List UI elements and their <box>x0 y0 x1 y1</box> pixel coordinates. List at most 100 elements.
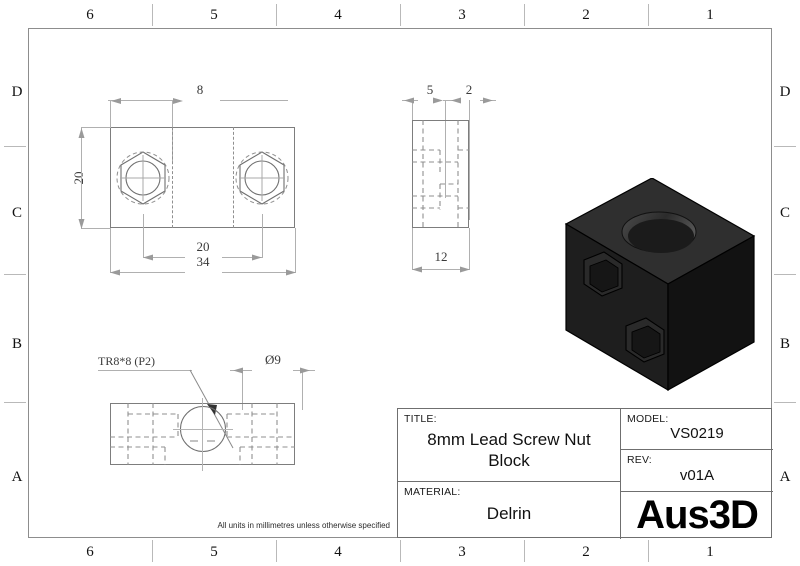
zone-letters-right: D C B A <box>774 28 796 538</box>
zone-tick-bottom-4 <box>524 540 525 562</box>
material-cell: MATERIAL: Delrin <box>398 482 620 539</box>
title-block: TITLE: 8mm Lead Screw Nut Block MATERIAL… <box>397 408 773 539</box>
front-dim-8-line-left <box>108 100 180 101</box>
thread-callout-underline <box>98 370 192 371</box>
iso-hex-recess-left <box>583 251 623 297</box>
rev-cell: REV: v01A <box>621 450 773 491</box>
side-dim-2-text: 2 <box>465 82 473 97</box>
side-view-outline <box>412 120 469 228</box>
title-block-divider-horizontal-left <box>398 481 621 482</box>
zone-letter-right-C: C <box>779 205 790 221</box>
side-view: 5 2 12 <box>390 80 520 280</box>
bore-dim-ext-left <box>242 370 243 410</box>
side-dim-5-ext-right <box>445 100 446 198</box>
zone-numbers-bottom: 6 5 4 3 2 1 <box>28 540 772 562</box>
front-view: 8 20 20 <box>60 80 330 280</box>
side-dim-top-arrows <box>404 97 493 104</box>
zone-tick-top-3 <box>400 4 401 26</box>
title-block-divider-vertical <box>620 409 621 539</box>
title-label: TITLE: <box>404 413 437 425</box>
side-dim-depth-arrows <box>412 266 470 273</box>
zone-letter-left-D: D <box>11 84 23 100</box>
bore-diameter-text: Ø9 <box>265 352 281 367</box>
zone-number-bottom-2: 2 <box>582 544 590 560</box>
front-hex-feature-left <box>107 142 179 214</box>
front-dim-spacing-ext-left <box>143 214 144 258</box>
zone-letter-right-B: B <box>779 336 790 352</box>
bottom-view-centerline-v <box>202 398 203 471</box>
front-dim-width-text: 34 <box>196 254 210 269</box>
zone-tick-top-4 <box>524 4 525 26</box>
zone-tick-right-3 <box>774 402 796 403</box>
front-dim-spacing-ext-right <box>262 214 263 258</box>
front-dim-height-ext-bot <box>81 228 111 229</box>
rev-value: v01A <box>679 467 715 484</box>
zone-tick-left-2 <box>4 274 26 275</box>
bore-dim-arrows <box>233 367 310 374</box>
material-value: Delrin <box>486 504 532 523</box>
front-view-hidden-line-2 <box>233 127 234 228</box>
front-dim-spacing-line-left <box>143 257 185 258</box>
zone-numbers-top: 6 5 4 3 2 1 <box>28 4 772 26</box>
front-view-outline <box>110 127 295 228</box>
zone-number-bottom-5: 5 <box>210 544 218 560</box>
iso-top-bore-inner <box>628 219 694 253</box>
zone-letter-left-B: B <box>11 336 22 352</box>
zone-tick-bottom-3 <box>400 540 401 562</box>
zone-letter-left-C: C <box>11 205 22 221</box>
title-cell: TITLE: 8mm Lead Screw Nut Block <box>398 409 620 481</box>
zone-letter-right-D: D <box>779 84 791 100</box>
zone-number-bottom-6: 6 <box>86 544 94 560</box>
front-dim-spacing-line-right <box>222 257 263 258</box>
aus3d-logo: Aus3D <box>636 493 759 537</box>
side-dim-depth-ext-left <box>412 228 413 270</box>
side-dim-depth-line <box>412 269 470 270</box>
zone-tick-top-1 <box>152 4 153 26</box>
zone-tick-bottom-1 <box>152 540 153 562</box>
front-dim-width-line-left <box>110 272 185 273</box>
bottom-view: TR8*8 (P2) Ø9 <box>90 348 340 488</box>
zone-tick-right-1 <box>774 146 796 147</box>
front-dim-8-arrows <box>111 98 183 104</box>
zone-tick-bottom-2 <box>276 540 277 562</box>
model-value: VS0219 <box>670 425 724 442</box>
front-dim-8-line-right <box>220 100 288 101</box>
zone-tick-bottom-5 <box>648 540 649 562</box>
front-dim-width-arrows <box>110 269 296 276</box>
bottom-view-hidden-details <box>110 403 295 465</box>
bottom-view-centerline-h <box>173 429 233 430</box>
model-cell: MODEL: VS0219 <box>621 409 773 449</box>
zone-number-bottom-1: 1 <box>706 544 714 560</box>
side-dim-depth-text: 12 <box>434 249 448 264</box>
zone-letter-left-A: A <box>11 469 23 485</box>
title-value: 8mm Lead Screw Nut Block <box>427 430 591 470</box>
isometric-view <box>528 177 772 408</box>
zone-number-bottom-4: 4 <box>334 544 342 560</box>
zone-number-top-3: 3 <box>458 7 466 23</box>
zone-number-top-4: 4 <box>334 7 342 23</box>
zone-tick-left-1 <box>4 146 26 147</box>
zone-number-bottom-3: 3 <box>458 544 466 560</box>
front-dim-spacing-arrows <box>143 254 262 261</box>
front-dim-height-arrows <box>78 128 85 229</box>
zone-letter-right-A: A <box>779 469 791 485</box>
zone-number-top-2: 2 <box>582 7 590 23</box>
zone-tick-right-2 <box>774 274 796 275</box>
rev-label: REV: <box>627 454 652 466</box>
zone-tick-top-2 <box>276 4 277 26</box>
front-dim-spacing-text: 20 <box>196 239 210 254</box>
logo-cell: Aus3D <box>621 492 773 539</box>
front-hex-feature-right <box>226 142 298 214</box>
side-dim-5-text: 5 <box>426 82 434 97</box>
side-dim-depth-ext-right <box>469 228 470 270</box>
front-dim-height-line <box>81 127 82 228</box>
front-dim-height-ext-top <box>81 127 111 128</box>
zone-letters-left: D C B A <box>4 28 26 538</box>
title-block-divider-model-rev <box>620 449 773 450</box>
front-dim-width-line-right <box>222 272 296 273</box>
model-label: MODEL: <box>627 413 669 425</box>
thread-callout-text: TR8*8 (P2) <box>98 354 155 368</box>
zone-tick-left-3 <box>4 402 26 403</box>
iso-side-face <box>667 234 755 392</box>
side-view-hidden-details <box>412 120 469 228</box>
